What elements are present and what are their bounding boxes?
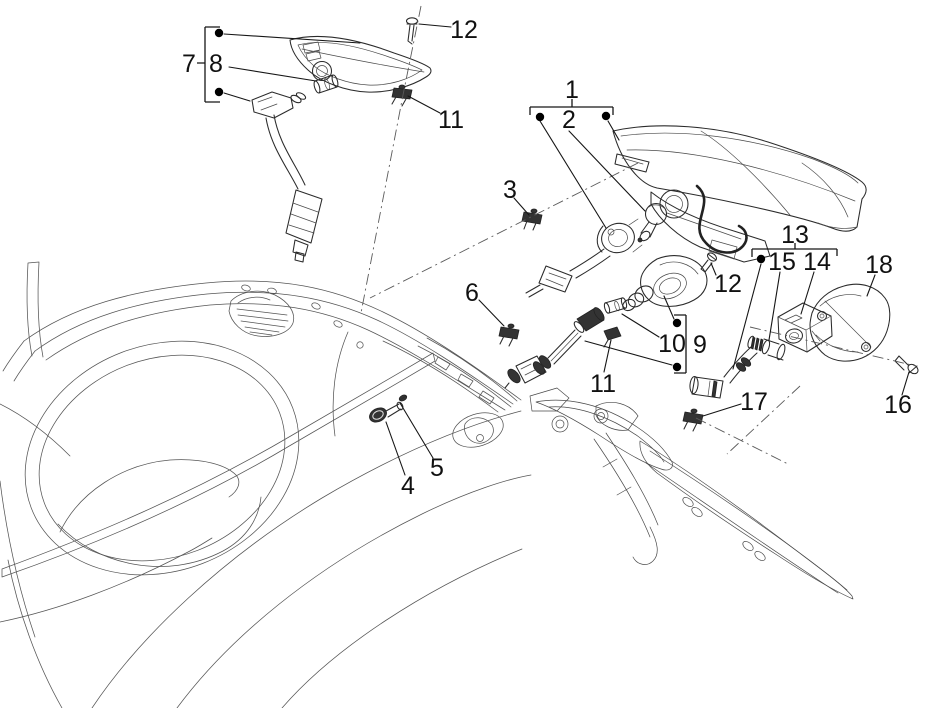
callout-12-fixing-screw: 12 bbox=[714, 270, 742, 298]
license-plate-light-housing bbox=[809, 283, 891, 362]
callout-16-fixing-screw: 16 bbox=[884, 391, 912, 419]
rear-fender-plate-holder bbox=[529, 387, 854, 600]
leader-line bbox=[399, 402, 434, 459]
leader-line bbox=[584, 340, 673, 366]
callout-bullet bbox=[601, 111, 611, 121]
callout-5-nut: 5 bbox=[430, 454, 444, 482]
rear-turn-signal-cable-assembly bbox=[504, 307, 605, 389]
rear-turn-signal-lens bbox=[622, 255, 708, 312]
callout-bullet bbox=[214, 28, 224, 38]
callout-4-fastening-knob: 4 bbox=[401, 472, 415, 500]
leader-line bbox=[663, 295, 675, 320]
bracket-9 bbox=[674, 314, 687, 374]
callout-bullet bbox=[535, 112, 545, 122]
assembly-axis-lines bbox=[360, 5, 917, 465]
retaining-clip-top bbox=[391, 84, 413, 107]
rear-turn-signal-bulb bbox=[603, 297, 628, 314]
leader-line bbox=[768, 271, 781, 341]
callout-18-license-plate-light-housing: 18 bbox=[865, 251, 893, 279]
callout-3-retaining-clip: 3 bbox=[503, 176, 517, 204]
leader-line bbox=[407, 95, 441, 114]
leader-line bbox=[621, 313, 660, 338]
leader-line bbox=[568, 130, 646, 212]
leader-line bbox=[418, 23, 452, 28]
license-plate-light-support bbox=[777, 302, 833, 353]
leader-line bbox=[513, 197, 530, 216]
callout-8-turn-signal-bulb: 8 bbox=[209, 50, 223, 78]
front-turn-signal-bulb bbox=[313, 74, 339, 94]
callout-7-front-turn-signal-assembly: 7 bbox=[182, 50, 196, 78]
scooter-rear-body bbox=[0, 261, 532, 708]
tail-light-bulb bbox=[637, 202, 668, 243]
leader-line bbox=[866, 274, 876, 297]
callout-6-retaining-clip: 6 bbox=[465, 279, 479, 307]
bracket-13 bbox=[751, 243, 838, 257]
bracket-7 bbox=[197, 26, 220, 103]
callout-2-tail-light-bulb: 2 bbox=[562, 106, 576, 134]
callout-group-brackets bbox=[197, 26, 838, 374]
front-bulb-holder-with-cable bbox=[251, 91, 323, 263]
fixing-screw-right bbox=[894, 355, 919, 375]
retaining-clip-11b bbox=[603, 326, 622, 348]
callout-11-retaining-clip: 11 bbox=[438, 106, 464, 134]
leader-line bbox=[901, 371, 910, 396]
fastening-knob bbox=[369, 401, 404, 423]
leader-line bbox=[607, 120, 620, 141]
callout-bullet bbox=[672, 318, 682, 328]
callout-bullet bbox=[672, 362, 682, 372]
fixing-screw-top bbox=[405, 17, 419, 45]
callout-9-rear-turn-signal-assembly: 9 bbox=[693, 331, 707, 359]
leader-line bbox=[539, 120, 607, 229]
retaining-clip-6 bbox=[498, 323, 520, 347]
front-turn-signal-lens bbox=[289, 35, 432, 93]
callout-15-license-plate-light-bulb-holder: 15 bbox=[768, 248, 796, 276]
tail-light-lens bbox=[612, 125, 867, 263]
leader-line bbox=[385, 421, 406, 476]
callout-1-tail-light-assembly: 1 bbox=[565, 76, 579, 104]
callout-13-license-plate-light-assembly: 13 bbox=[781, 221, 809, 249]
callout-11-retaining-clip: 11 bbox=[590, 370, 616, 398]
fixing-screw-mid bbox=[700, 252, 717, 273]
callout-bullet bbox=[214, 87, 224, 97]
leader-line bbox=[223, 92, 251, 102]
callout-14-license-plate-light-support: 14 bbox=[803, 248, 831, 276]
callout-leader-lines bbox=[223, 23, 910, 476]
leader-line bbox=[800, 271, 815, 315]
callout-bullet bbox=[756, 254, 766, 264]
leader-line bbox=[710, 262, 717, 276]
leader-line bbox=[478, 299, 505, 327]
tail-light-bulb-holder-with-cable bbox=[525, 218, 643, 298]
leader-line bbox=[702, 403, 742, 417]
callout-10-rear-turn-signal-bulb: 10 bbox=[658, 330, 686, 358]
leader-line bbox=[603, 339, 612, 373]
retaining-clip-17 bbox=[682, 408, 704, 432]
leader-line bbox=[228, 66, 317, 82]
fastening-nut bbox=[398, 394, 408, 402]
leader-line bbox=[223, 33, 361, 44]
bracket-1 bbox=[529, 99, 614, 115]
callout-17-retaining-clip: 17 bbox=[740, 388, 768, 416]
callout-12-fixing-screw: 12 bbox=[450, 16, 478, 44]
leader-line bbox=[732, 263, 762, 370]
license-plate-light-bulb-holder bbox=[689, 335, 786, 399]
